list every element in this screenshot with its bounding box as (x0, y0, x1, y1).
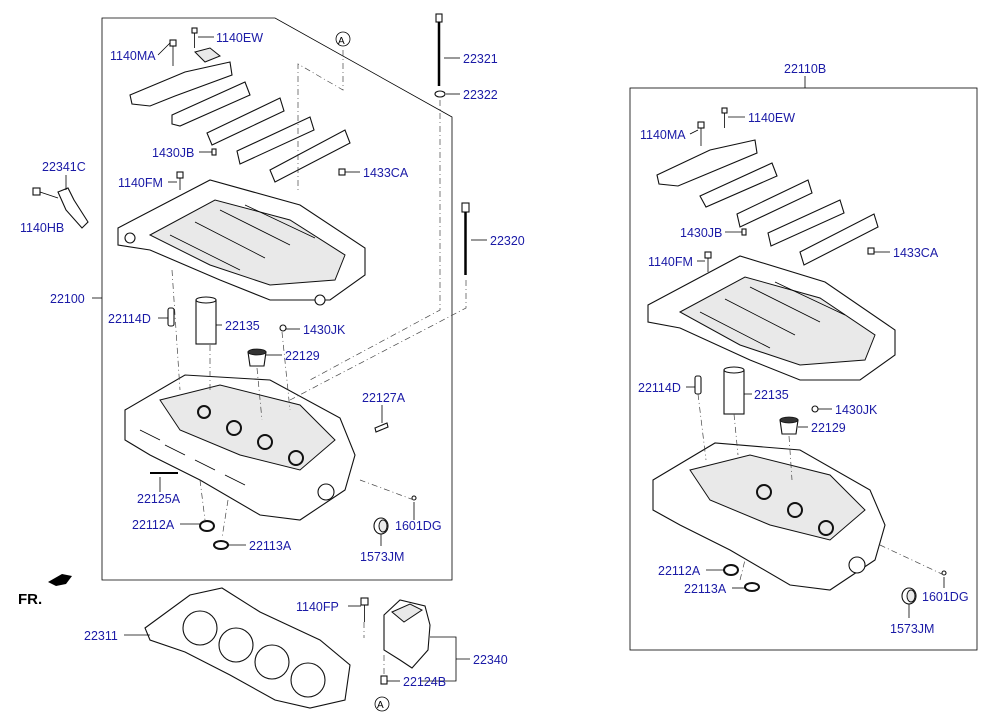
label-front: FR. (18, 591, 42, 608)
front-arrow-icon (48, 574, 72, 586)
label-22113a-right: 22113A (684, 582, 727, 596)
label-22100: 22100 (50, 292, 85, 306)
bracket-22340 (383, 599, 431, 669)
label-22127a: 22127A (362, 391, 406, 405)
label-1430jb: 1430JB (152, 146, 194, 160)
label-1140ew-right: 1140EW (748, 111, 795, 125)
plug-1573jm (373, 517, 389, 535)
plug-1433ca (338, 168, 346, 176)
label-22341c: 22341C (42, 160, 86, 174)
label-1140ma-right: 1140MA (640, 128, 686, 142)
label-22311: 22311 (84, 629, 118, 643)
washer-22322 (434, 90, 446, 98)
bolt-1140ma-right (697, 121, 705, 146)
label-22129: 22129 (285, 349, 320, 363)
label-22125a: 22125A (137, 492, 181, 506)
label-22129-right: 22129 (811, 421, 846, 435)
label-1140hb: 1140HB (20, 221, 64, 235)
label-ref-a-bottom: A (377, 700, 384, 711)
stud-22127a (374, 422, 389, 433)
cap-22129 (247, 348, 267, 367)
seal-22113a-right (744, 582, 760, 592)
dowel-22114d (167, 307, 175, 327)
tube-22135 (195, 296, 217, 345)
label-1140fp: 1140FP (296, 600, 339, 614)
dowel-22114d-right (694, 375, 702, 395)
label-22135-right: 22135 (754, 388, 789, 402)
label-1601dg: 1601DG (395, 519, 442, 533)
label-1573jm: 1573JM (360, 550, 404, 564)
pin-1430jb (211, 148, 217, 156)
label-22320: 22320 (490, 234, 525, 248)
label-22114d: 22114D (108, 312, 151, 326)
bolt-1140fm (176, 171, 184, 190)
label-ref-a-top: A (338, 36, 345, 47)
label-1433ca-right: 1433CA (893, 246, 939, 260)
dowel-22124b (380, 675, 388, 685)
label-22112a-right: 22112A (658, 564, 701, 578)
seal-22112a-right (723, 564, 739, 576)
label-1573jm-right: 1573JM (890, 622, 934, 636)
label-22322: 22322 (463, 88, 498, 102)
plug-1430jk-right (811, 405, 819, 413)
label-22112a: 22112A (132, 518, 175, 532)
pin-1430jb-right (741, 228, 747, 236)
ref-a-top-circle (335, 31, 351, 47)
bolt-1140fm-right (704, 251, 712, 272)
guide-lines-right (697, 393, 945, 581)
label-22321: 22321 (463, 52, 498, 66)
ref-a-bottom-circle (374, 696, 390, 712)
main-assembly-frame (101, 17, 453, 581)
cap-22129-right (779, 416, 799, 435)
label-1430jk: 1430JK (303, 323, 346, 337)
seal-22113a (213, 540, 229, 550)
label-1140ma: 1140MA (110, 49, 156, 63)
label-22114d-right: 22114D (638, 381, 681, 395)
camshaft-carrier-left (117, 179, 366, 306)
bracket-22341c (57, 187, 89, 229)
label-1430jk-right: 1430JK (835, 403, 878, 417)
bolt-1140hb (32, 187, 59, 199)
head-bolt-22320 (461, 202, 470, 275)
label-1140ew: 1140EW (216, 31, 263, 45)
leader-lines (65, 36, 945, 682)
bolt-1140ew-right (721, 107, 728, 128)
label-1430jb-right: 1430JB (680, 226, 722, 240)
plug-1573jm-right (901, 587, 917, 605)
bolt-1140fp (360, 597, 369, 622)
tube-22135-right (723, 366, 745, 415)
label-22110b: 22110B (784, 62, 826, 76)
bearing-caps-right (656, 139, 879, 266)
label-22135: 22135 (225, 319, 260, 333)
label-22113a: 22113A (249, 539, 292, 553)
assembly-22110b-frame (629, 87, 978, 651)
plug-1433ca-right (867, 247, 875, 255)
bolt-1140ew (191, 27, 198, 48)
label-1601dg-right: 1601DG (922, 590, 969, 604)
cylinder-head-left (124, 374, 356, 521)
label-22124b: 22124B (403, 675, 446, 689)
bearing-caps-left (129, 47, 351, 183)
head-gasket-22311 (144, 587, 351, 709)
guide-lines-left (171, 50, 467, 539)
label-22340: 22340 (473, 653, 508, 667)
cylinder-head-right (652, 442, 886, 591)
camshaft-carrier-right (647, 255, 896, 381)
label-1140fm-right: 1140FM (648, 255, 693, 269)
head-bolt-22321 (435, 13, 443, 86)
bolt-1140ma (169, 39, 177, 66)
plug-1430jk (279, 324, 287, 332)
label-1433ca: 1433CA (363, 166, 409, 180)
seal-22112a (199, 520, 215, 532)
label-1140fm: 1140FM (118, 176, 163, 190)
